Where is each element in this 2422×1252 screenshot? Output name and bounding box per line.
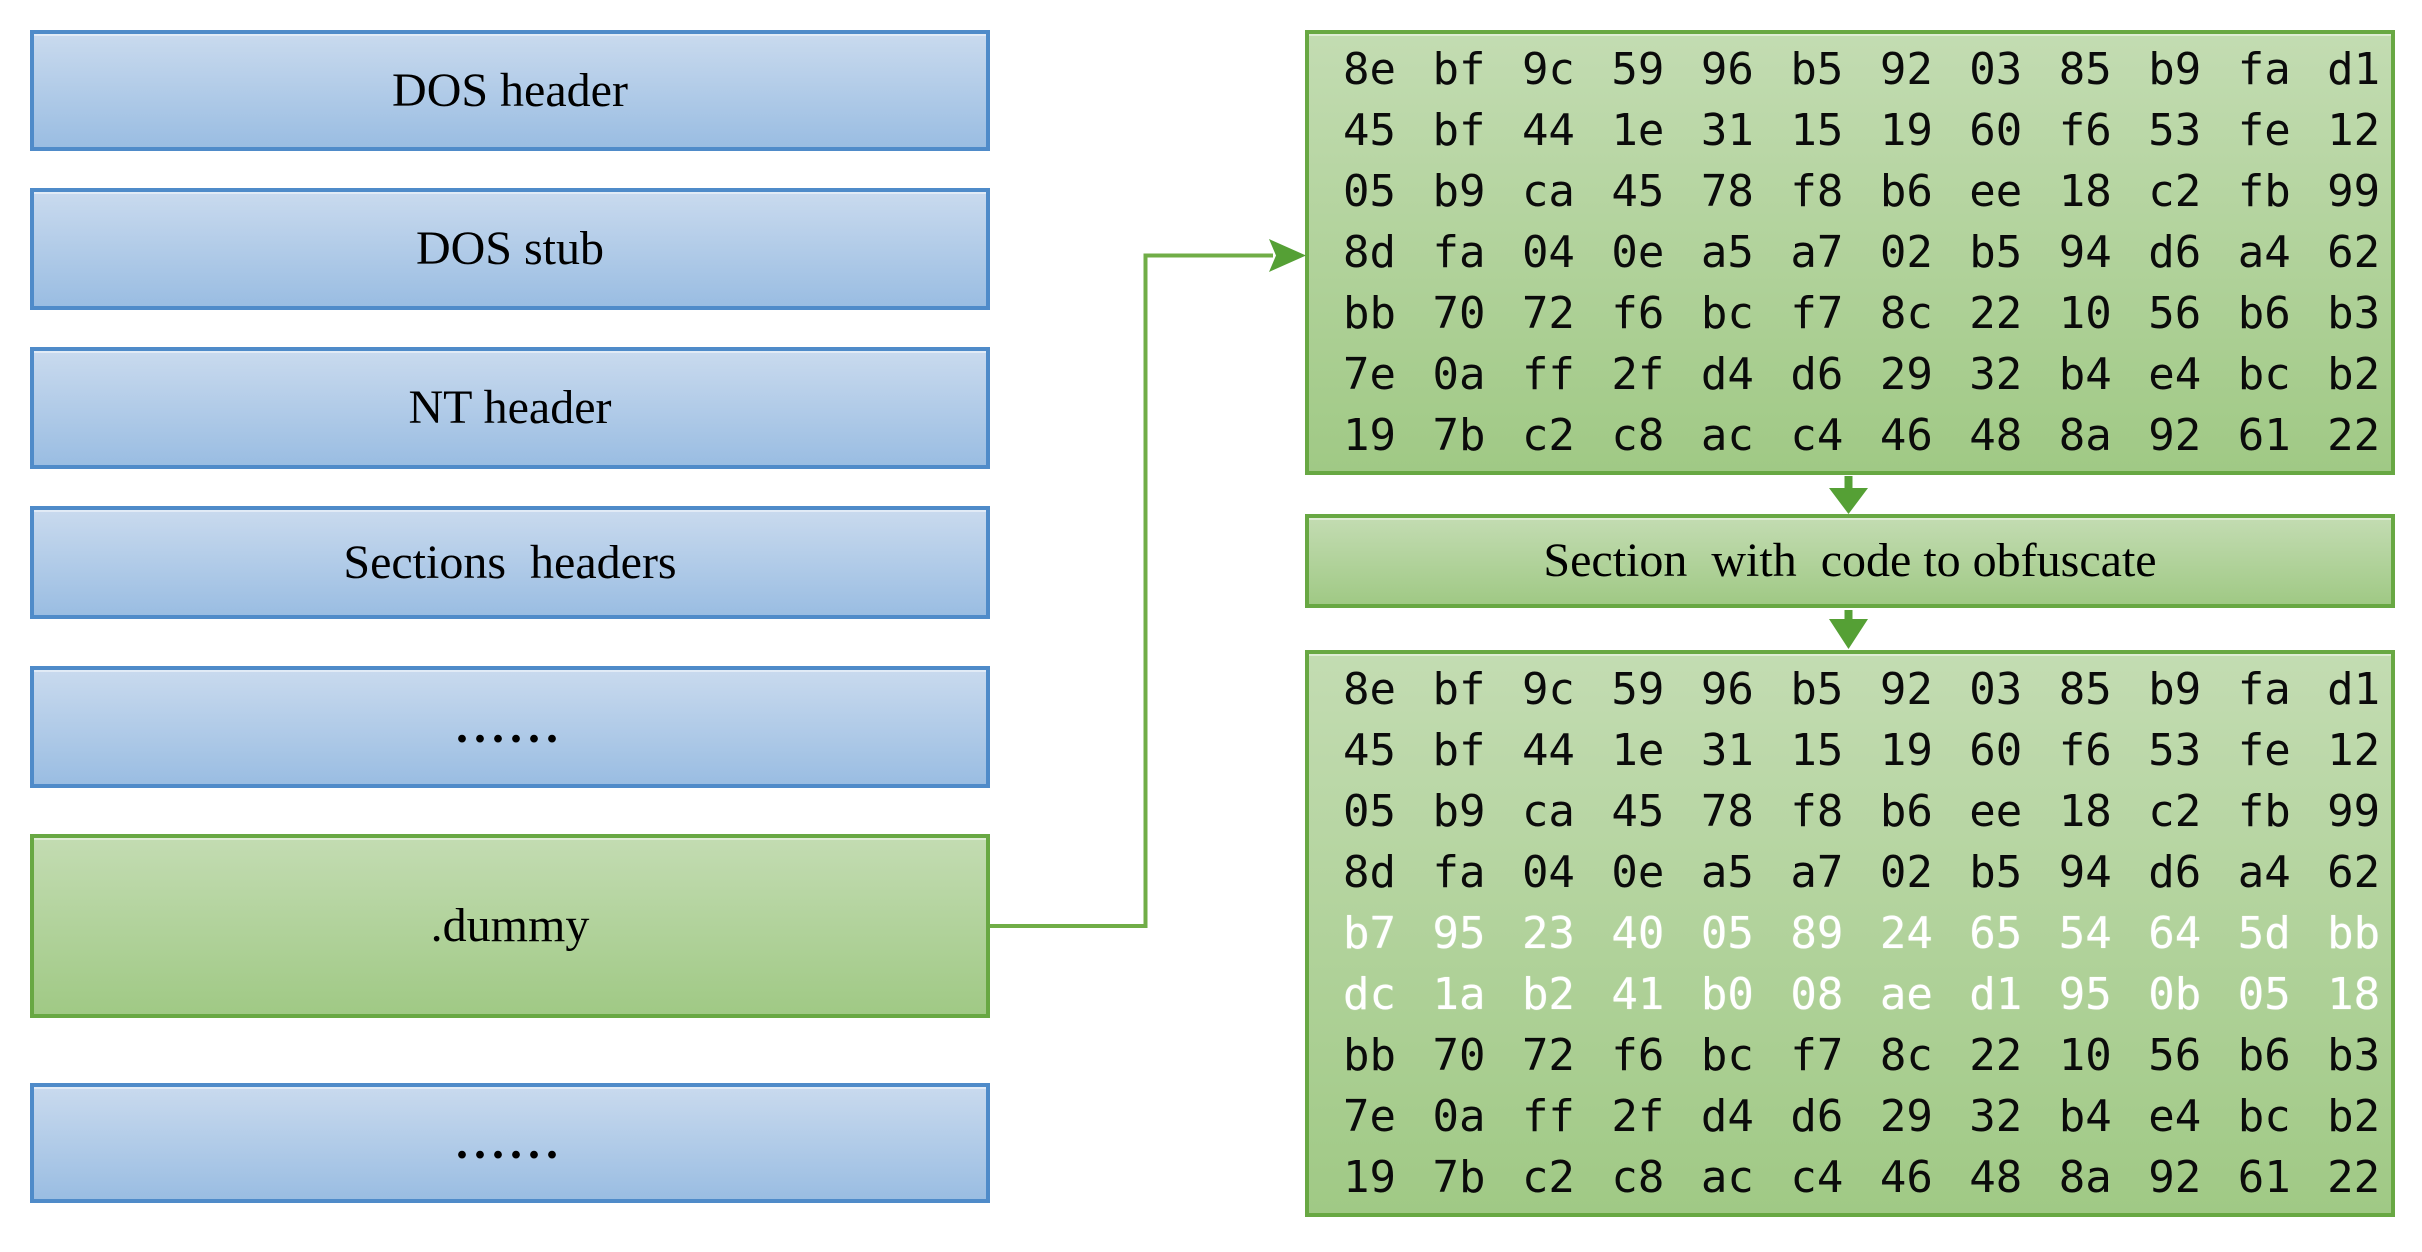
top-hex-row-4: bb 70 72 f6 bc f7 8c 22 10 56 b6 b3 — [1343, 288, 2381, 339]
bottom-hex-row-7: 7e 0a ff 2f d4 d6 29 32 b4 e4 bc b2 — [1343, 1091, 2381, 1142]
box-dos-header-label: DOS header — [392, 63, 628, 117]
top-hex-row-3: 8d fa 04 0e a5 a7 02 b5 94 d6 a4 62 — [1343, 227, 2381, 278]
box-sections-headers-label: Sections headers — [343, 535, 677, 589]
down-arrowhead-icon — [1829, 619, 1868, 649]
top-hex-row-5: 7e 0a ff 2f d4 d6 29 32 b4 e4 bc b2 — [1343, 349, 2381, 400]
box-dos-stub: DOS stub — [30, 188, 990, 310]
bottom-hex-row-3: 8d fa 04 0e a5 a7 02 b5 94 d6 a4 62 — [1343, 847, 2381, 898]
box-nt-header-label: NT header — [408, 381, 612, 434]
box-dos-header: DOS header — [30, 30, 990, 151]
bottom-hex-row-2: 05 b9 ca 45 78 f8 b6 ee 18 c2 fb 99 — [1343, 786, 2381, 837]
box-section-with-code-label: Section with code to obfuscate — [1543, 534, 2157, 587]
down-arrowhead-icon — [1829, 488, 1868, 514]
hex-dump-original: 8e bf 9c 59 96 b5 92 03 85 b9 fa d1 45 b… — [1305, 30, 2395, 475]
top-hex-row-6: 19 7b c2 c8 ac c4 46 48 8a 92 61 22 — [1343, 410, 2381, 461]
dummy-to-original-bytes-arrow — [990, 239, 1306, 928]
box-sections-headers: Sections headers — [30, 506, 990, 619]
bottom-hex-row-8: 19 7b c2 c8 ac c4 46 48 8a 92 61 22 — [1343, 1152, 2381, 1203]
bottom-hex-row-0: 8e bf 9c 59 96 b5 92 03 85 b9 fa d1 — [1343, 664, 2381, 715]
box-ellipsis-upper-label: ...... — [456, 700, 564, 753]
box-nt-header: NT header — [30, 347, 990, 469]
box-ellipsis-upper: ...... — [30, 666, 990, 788]
bottom-hex-row-4: b7 95 23 40 05 89 24 65 54 64 5d bb — [1343, 908, 2381, 959]
section-to-obfuscated-bytes-arrow — [1829, 610, 1868, 649]
bottom-hex-row-6: bb 70 72 f6 bc f7 8c 22 10 56 b6 b3 — [1343, 1030, 2381, 1081]
box-section-with-code: Section with code to obfuscate — [1305, 514, 2395, 608]
original-bytes-to-section-arrow — [1829, 476, 1868, 514]
bottom-hex-row-1: 45 bf 44 1e 31 15 19 60 f6 53 fe 12 — [1343, 725, 2381, 776]
box-ellipsis-lower-label: ...... — [456, 1116, 564, 1169]
box-ellipsis-lower: ...... — [30, 1083, 990, 1203]
box-dummy-section-label: .dummy — [430, 899, 590, 952]
right-arrowhead-icon — [1269, 239, 1306, 272]
bottom-hex-row-5: dc 1a b2 41 b0 08 ae d1 95 0b 05 18 — [1343, 969, 2381, 1020]
hex-dump-obfuscated: 8e bf 9c 59 96 b5 92 03 85 b9 fa d1 45 b… — [1305, 650, 2395, 1217]
box-dos-stub-label: DOS stub — [415, 222, 605, 275]
top-hex-row-1: 45 bf 44 1e 31 15 19 60 f6 53 fe 12 — [1343, 105, 2381, 156]
box-dummy-section: .dummy — [30, 834, 990, 1018]
top-hex-row-2: 05 b9 ca 45 78 f8 b6 ee 18 c2 fb 99 — [1343, 166, 2381, 217]
top-hex-row-0: 8e bf 9c 59 96 b5 92 03 85 b9 fa d1 — [1343, 44, 2381, 95]
